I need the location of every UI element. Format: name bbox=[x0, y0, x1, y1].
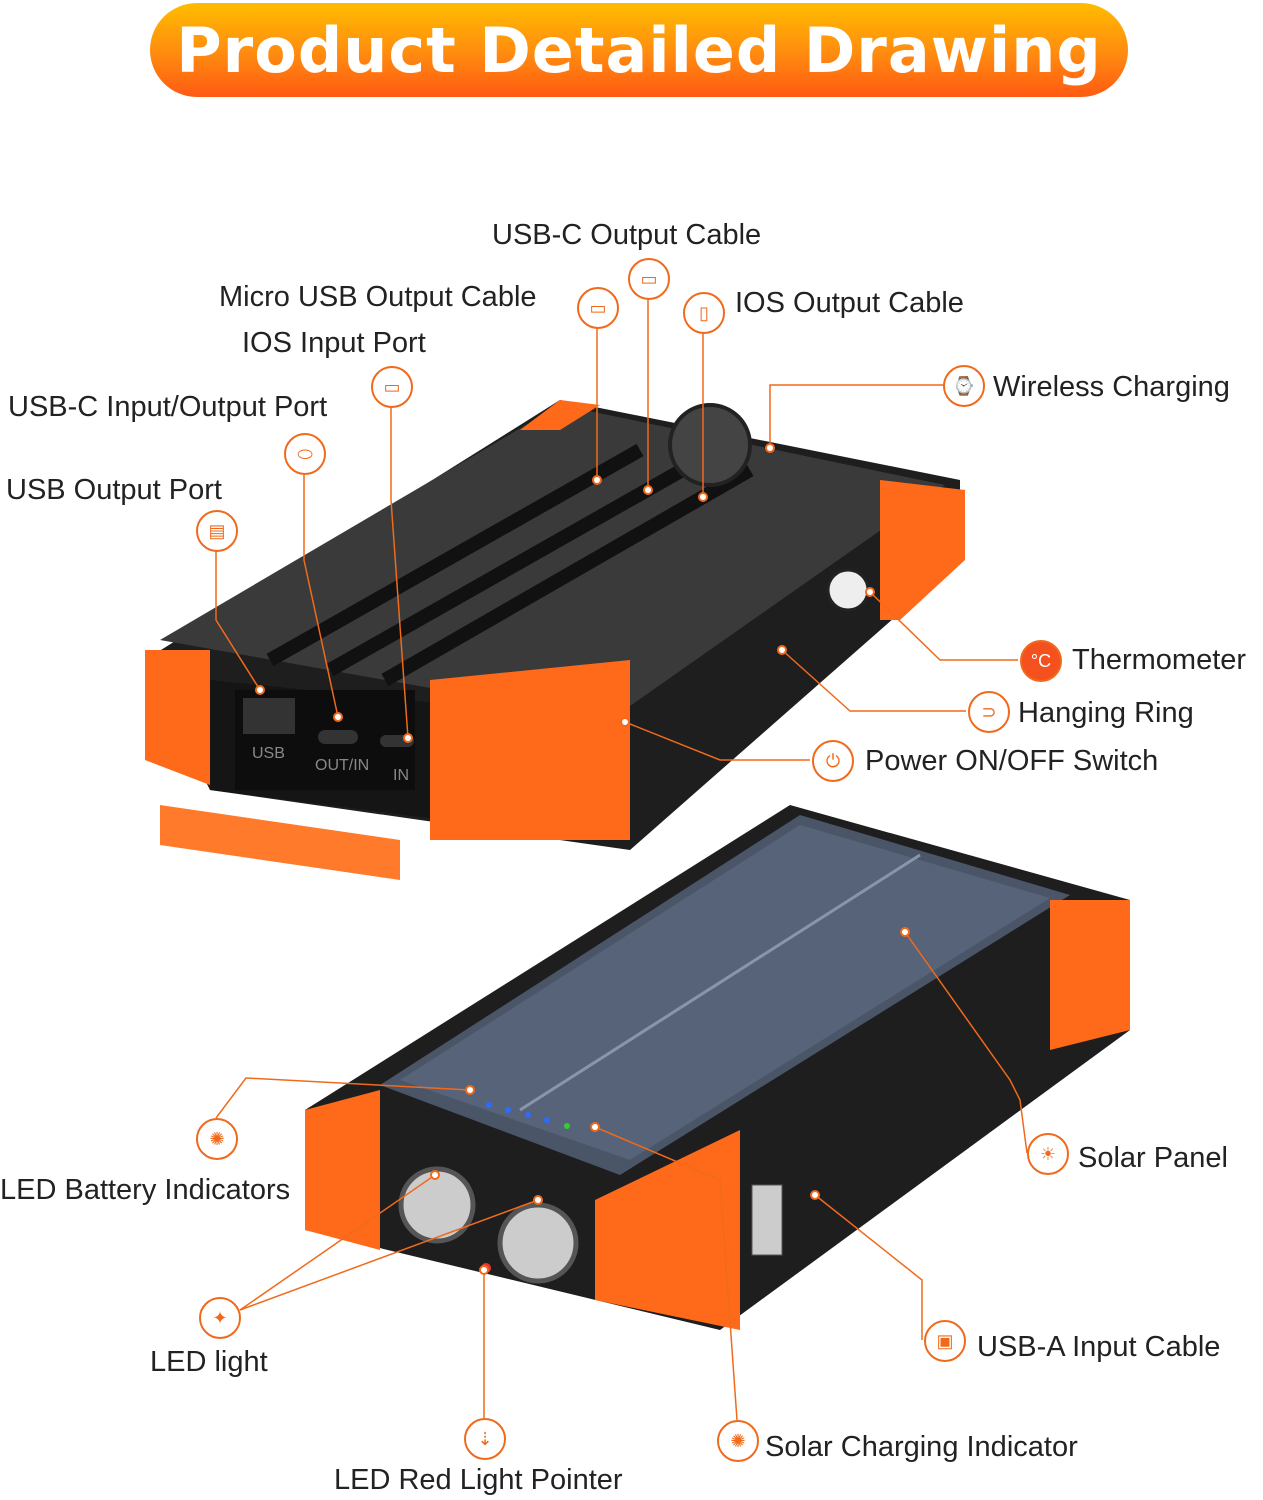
solar-charging-indicator-icon: ✺ bbox=[717, 1420, 759, 1462]
label-led-battery-indicators: LED Battery Indicators bbox=[0, 1174, 291, 1206]
label-solar-charging-indicator: Solar Charging Indicator bbox=[765, 1431, 1078, 1463]
flashlight-icon: ✦ bbox=[199, 1297, 241, 1339]
usb-c-port-icon: ⬭ bbox=[284, 433, 326, 475]
label-usbc-io-port: USB-C Input/Output Port bbox=[8, 391, 328, 423]
leader-lines bbox=[215, 298, 1028, 1421]
micro-usb-icon: ▭ bbox=[577, 287, 619, 329]
red-pointer-icon: ⇣ bbox=[464, 1418, 506, 1460]
lightning-port-icon: ▭ bbox=[371, 366, 413, 408]
port-mark-in: IN bbox=[393, 767, 409, 784]
usb-a-cable-icon: ▣ bbox=[924, 1320, 966, 1362]
power-bank-solar-view bbox=[305, 805, 1130, 1330]
label-power-switch: Power ON/OFF Switch bbox=[865, 745, 1159, 777]
port-mark-outin: OUT/IN bbox=[315, 757, 369, 774]
label-thermometer: Thermometer bbox=[1072, 644, 1247, 676]
label-micro-usb-output-cable: Micro USB Output Cable bbox=[219, 281, 537, 313]
label-ios-output-cable: IOS Output Cable bbox=[735, 287, 964, 319]
label-usbc-output-cable: USB-C Output Cable bbox=[492, 219, 762, 251]
leader-dots bbox=[255, 443, 910, 1275]
label-solar-panel: Solar Panel bbox=[1078, 1142, 1228, 1174]
power-icon: ⏻ bbox=[812, 740, 854, 782]
wireless-charging-icon: ⌚ bbox=[943, 365, 985, 407]
label-led-light: LED light bbox=[150, 1346, 268, 1378]
label-ios-input-port: IOS Input Port bbox=[242, 327, 426, 359]
title-banner: Product Detailed Drawing bbox=[150, 3, 1128, 97]
power-bank-top-view: USB OUT/IN IN bbox=[145, 400, 965, 880]
title: Product Detailed Drawing bbox=[176, 13, 1102, 87]
port-mark-usb: USB bbox=[252, 745, 285, 762]
usb-c-cable-icon: ▭ bbox=[628, 258, 670, 300]
solar-panel-icon: ☀ bbox=[1027, 1133, 1069, 1175]
hanging-ring-icon: ⊃ bbox=[968, 691, 1010, 733]
thermometer-icon: °C bbox=[1020, 640, 1062, 682]
led-indicator-icon: ✺ bbox=[196, 1118, 238, 1160]
usb-port-icon: ▤ bbox=[196, 510, 238, 552]
label-led-red-pointer: LED Red Light Pointer bbox=[334, 1464, 623, 1496]
label-wireless-charging: Wireless Charging bbox=[993, 371, 1230, 403]
lightning-cable-icon: ▯ bbox=[683, 292, 725, 334]
label-usb-output-port: USB Output Port bbox=[6, 474, 222, 506]
label-hanging-ring: Hanging Ring bbox=[1018, 697, 1194, 729]
label-usba-input-cable: USB-A Input Cable bbox=[977, 1331, 1221, 1363]
